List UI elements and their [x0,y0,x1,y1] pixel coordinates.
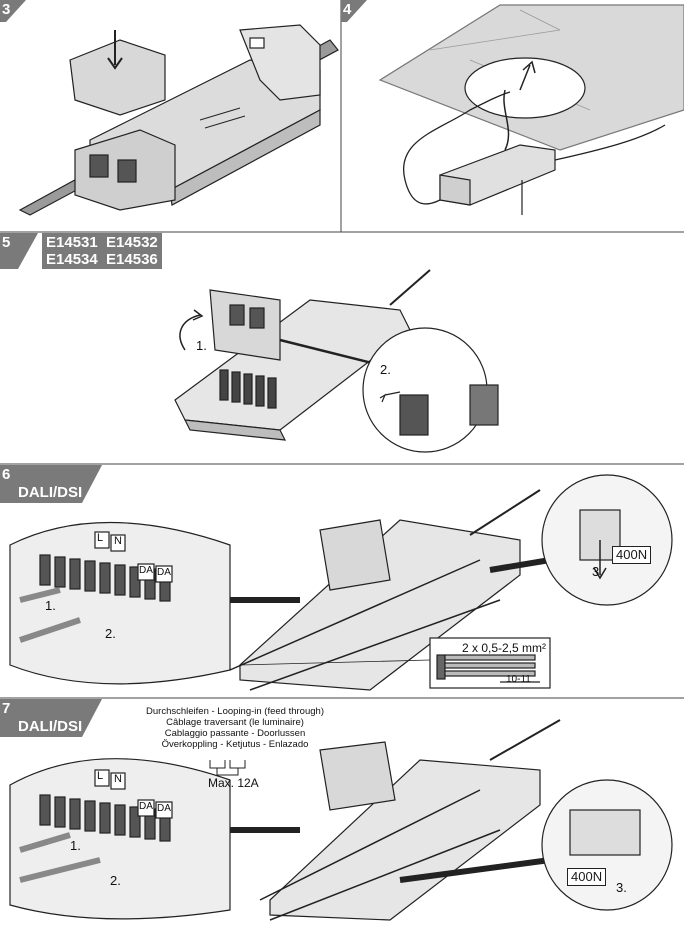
panel-7-illustration [9,719,673,921]
strip-length: 10-11 [506,674,531,685]
force-badge: 400N [612,546,652,564]
looping-line-1: Durchschleifen - Looping-in (feed throug… [146,706,324,717]
model-numbers-box: E14531 E14532 E14534 E14536 [42,233,162,269]
callout-2: 2. [110,873,121,888]
step-6-subtitle: DALI/DSI [18,484,83,501]
step-7-tab: 7 DALI/DSI [0,699,102,737]
callout-3: 3. [592,564,603,579]
model-numbers-line-1: E14531 E14532 [46,234,158,251]
step-6-tab: 6 DALI/DSI [0,465,102,503]
step-7-subtitle: DALI/DSI [18,718,83,735]
terminal-label-DA-1: DA [139,565,153,576]
callout-3: 3. [616,880,627,895]
wire-spec: 2 x 0,5-2,5 mm² [462,641,547,655]
terminal-label-L: L [97,532,104,544]
callout-1: 1. [196,338,207,353]
looping-line-4: Överkoppling - Ketjutus - Enlazado [161,739,309,750]
terminal-label-L: L [97,770,104,782]
panel-dividers [0,0,684,699]
panel-3-illustration [18,24,339,216]
panel-5-illustration [174,269,499,453]
force-badge: 400N [567,868,607,886]
model-numbers-line-2: E14534 E14536 [46,251,158,268]
looping-line-3: Cablaggio passante - Doorlussen [164,728,306,739]
looping-line-2: Câblage traversant (le luminaire) [166,717,304,728]
terminal-label-N: N [114,773,122,785]
callout-1: 1. [70,838,81,853]
callout-2: 2. [105,626,116,641]
terminal-label-N: N [114,535,122,547]
terminal-label-DA-2: DA [157,567,171,578]
terminal-label-DA-1: DA [139,801,153,812]
max-current-label: Max. 12A [208,776,259,790]
terminal-label-DA-2: DA [157,803,171,814]
callout-1: 1. [45,598,56,613]
callout-2: 2. [380,362,391,377]
panel-6-illustration [9,474,673,691]
panel-4-illustration [378,4,684,215]
looping-in-caption: Durchschleifen - Looping-in (feed throug… [130,706,340,750]
